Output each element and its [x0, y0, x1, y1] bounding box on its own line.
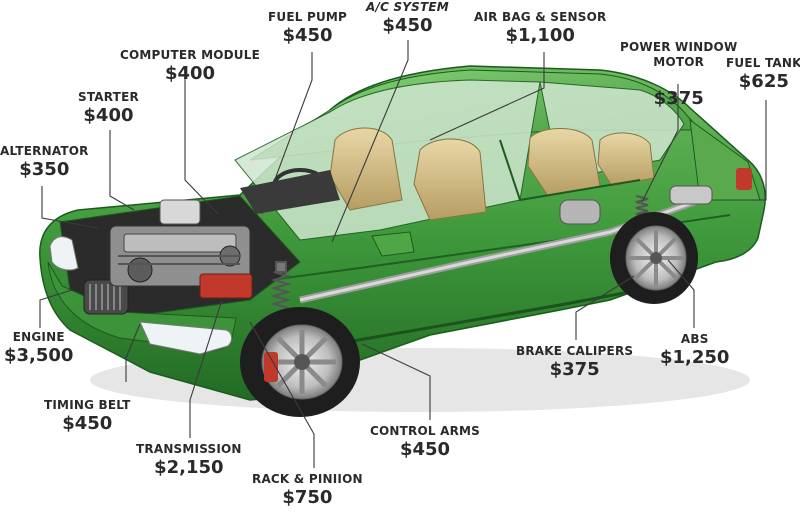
engine-bay	[109, 199, 253, 299]
leader-brake-calipers	[575, 275, 635, 340]
callout-abs: ABS $1,250	[660, 332, 729, 369]
part-name: AIR BAG & SENSOR	[474, 10, 607, 24]
part-price: $375	[549, 359, 600, 380]
part-name: POWER WINDOW MOTOR	[620, 40, 738, 69]
part-price: $625	[738, 71, 789, 92]
rear-wheel	[610, 212, 698, 304]
part-price: $450	[62, 413, 113, 434]
part-price: $375	[653, 88, 704, 109]
leader-starter	[109, 130, 135, 211]
callout-fuel-tank: FUEL TANK $625	[726, 56, 800, 93]
part-name: FUEL PUMP	[268, 10, 348, 24]
part-name: A/C SYSTEM	[366, 0, 449, 14]
callout-air-bag-sensor: AIR BAG & SENSOR $1,100	[474, 10, 606, 47]
leader-fuel-pump	[261, 52, 313, 215]
leader-alternator	[41, 186, 99, 229]
part-name: ENGINE	[12, 330, 65, 344]
callout-fuel-pump: FUEL PUMP $450	[268, 10, 347, 47]
callout-starter: STARTER $400	[78, 90, 139, 127]
part-name: BRAKE CALIPERS	[516, 344, 634, 358]
leader-control-arms	[361, 343, 431, 420]
front-suspension	[270, 261, 292, 309]
front-wheel	[240, 307, 360, 417]
part-price: $400	[83, 105, 134, 126]
part-name: CONTROL ARMS	[370, 424, 481, 438]
callout-transmission: TRANSMISSION $2,150	[136, 442, 242, 479]
part-price: $2,150	[154, 457, 224, 478]
part-name: FUEL TANK	[726, 56, 800, 70]
part-price: $1,100	[505, 25, 575, 46]
leader-air-bag	[429, 52, 545, 141]
part-price: $450	[382, 15, 433, 36]
part-price: $750	[282, 487, 333, 508]
part-price: $400	[164, 63, 216, 84]
leader-ac-system	[331, 40, 409, 243]
cabin-interior	[234, 79, 685, 257]
callout-computer-module: COMPUTER MODULE $400	[120, 48, 260, 85]
part-name: TRANSMISSION	[136, 442, 242, 456]
leader-fuel-tank	[750, 100, 767, 201]
leader-computer-module	[184, 70, 219, 215]
part-name: COMPUTER MODULE	[120, 48, 260, 62]
part-price: $350	[19, 159, 70, 180]
callout-rack-pinion: RACK & PINIION $750	[252, 472, 363, 509]
leader-power-window	[641, 84, 679, 203]
part-price: $450	[399, 439, 451, 460]
leader-timing-belt	[125, 323, 141, 382]
part-name: ABS	[680, 332, 709, 346]
part-name: ALTERNATOR	[0, 144, 89, 158]
callout-engine: ENGINE $3,500	[4, 330, 73, 367]
leader-lines	[39, 40, 767, 468]
part-price: $450	[282, 25, 333, 46]
callout-ac-system: A/C SYSTEM $450	[366, 0, 449, 37]
callout-timing-belt: TIMING BELT $450	[44, 398, 131, 435]
leader-engine	[39, 289, 73, 328]
leader-rack-pinion	[249, 321, 315, 468]
callout-control-arms: CONTROL ARMS $450	[370, 424, 480, 461]
part-name: STARTER	[78, 90, 139, 104]
callout-alternator: ALTERNATOR $350	[0, 144, 89, 181]
rear-suspension	[635, 195, 649, 218]
leader-transmission	[189, 299, 223, 438]
part-name: TIMING BELT	[44, 398, 131, 412]
callout-power-window-motor: POWER WINDOW MOTOR $375	[620, 22, 737, 128]
callout-brake-calipers: BRAKE CALIPERS $375	[516, 344, 633, 381]
part-price: $3,500	[4, 345, 74, 366]
part-price: $1,250	[660, 347, 730, 368]
leader-abs	[667, 259, 695, 328]
part-name: RACK & PINIION	[252, 472, 363, 486]
